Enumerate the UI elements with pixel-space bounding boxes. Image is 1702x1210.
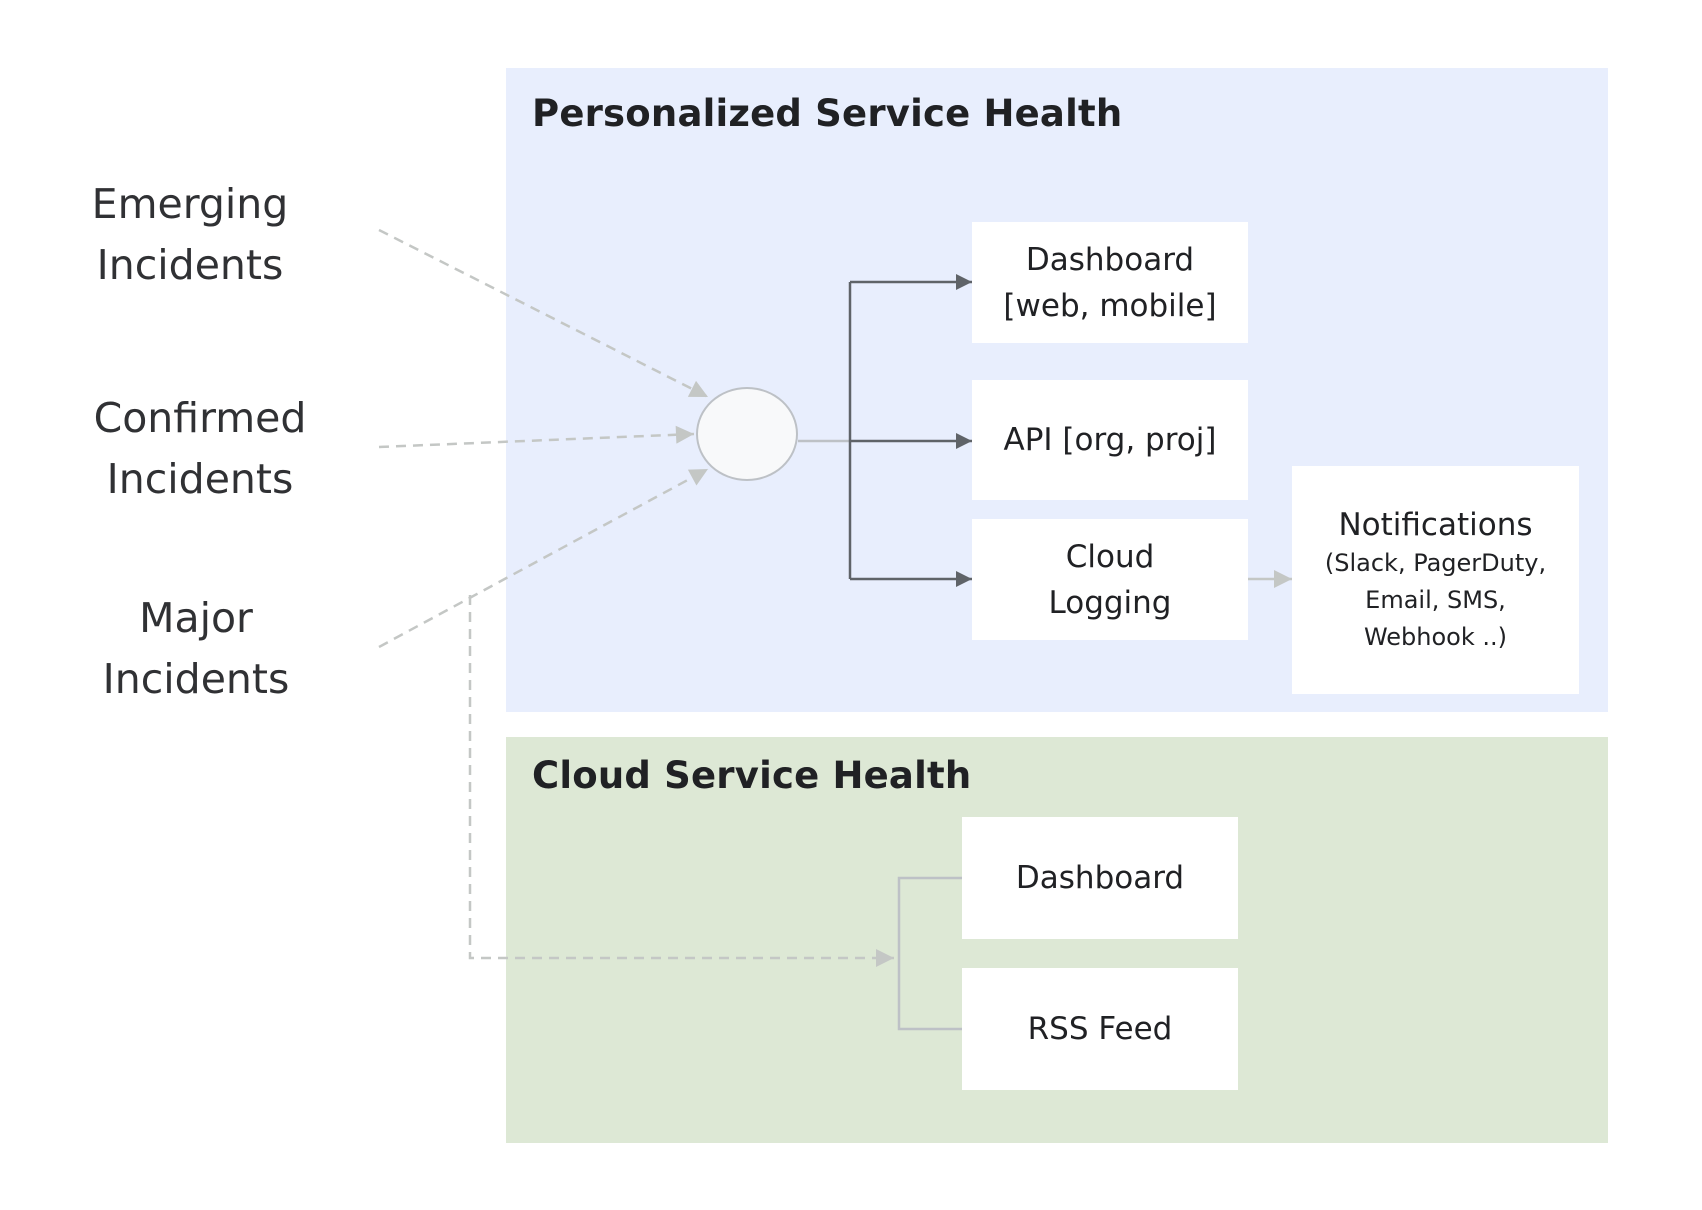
output-psh-cloud-logging: Cloud Logging: [972, 519, 1248, 640]
output-csh-dashboard-label: Dashboard: [1015, 860, 1185, 896]
edge-major-to-cloud-service-health: [468, 595, 894, 967]
notifications-detail: (Slack, PagerDuty, Email, SMS, Webhook .…: [1324, 548, 1547, 651]
output-csh-rss-feed-label: RSS Feed: [1027, 1011, 1173, 1047]
output-psh-notifications: Notifications (Slack, PagerDuty, Email, …: [1292, 466, 1579, 694]
edge-emerging-to-hub: [378, 228, 709, 399]
source-emerging-incidents: Emerging Incidents: [91, 180, 289, 289]
personalized-service-health-title: Personalized Service Health: [532, 92, 1123, 135]
incident-hub-node: [696, 387, 798, 481]
output-psh-api: API [org, proj]: [972, 380, 1248, 500]
output-csh-dashboard: Dashboard: [962, 817, 1238, 939]
edge-major-to-hub: [378, 467, 709, 649]
csh-bracket: [897, 876, 962, 1031]
output-psh-dashboard: Dashboard [web, mobile]: [972, 222, 1248, 343]
source-major-incidents: Major Incidents: [102, 594, 290, 703]
output-csh-rss-feed: RSS Feed: [962, 968, 1238, 1090]
output-psh-api-label: API [org, proj]: [1003, 422, 1217, 458]
cloud-service-health-title: Cloud Service Health: [532, 754, 972, 797]
source-confirmed-incidents: Confirmed Incidents: [93, 394, 307, 503]
output-psh-dashboard-label: Dashboard [web, mobile]: [1003, 241, 1217, 324]
edge-confirmed-to-hub: [378, 425, 695, 449]
notifications-title: Notifications: [1338, 506, 1533, 543]
output-psh-cloud-logging-label: Cloud Logging: [1048, 538, 1172, 621]
